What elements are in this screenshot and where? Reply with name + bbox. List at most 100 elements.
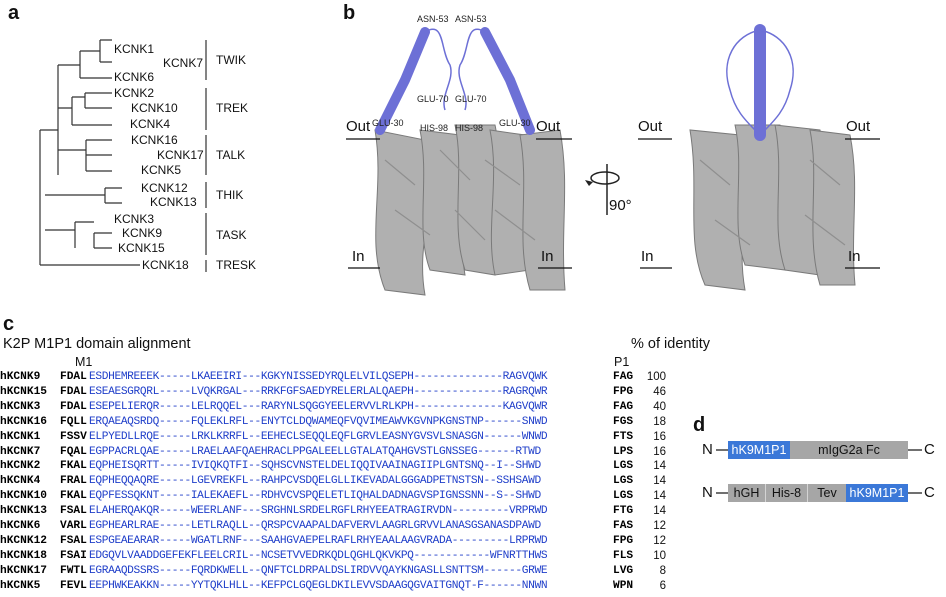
alignment-end: WPN: [613, 579, 634, 592]
alignment-ident: 14: [653, 505, 666, 518]
alignment-name: hKCNK6: [0, 520, 41, 532]
family-label-tresk: TRESK: [216, 258, 257, 272]
alignment-mid: EGRAAQDSSRS-----FQRDKWELL--QNFTCLDRPALDS…: [89, 564, 548, 577]
alignment-mid: EDGQVLVAADDGEFEKFLEELCRIL--NCSETVVEDRKQD…: [89, 549, 548, 562]
alignment-ident: 10: [653, 549, 666, 562]
construct2-hk9m1p1-box: hK9M1P1: [846, 484, 908, 502]
tree-leaf: KCNK2: [114, 86, 155, 100]
structure-side-view: [689, 24, 856, 291]
alignment-title: K2P M1P1 domain alignment: [3, 336, 191, 352]
alignment-start: FDAL: [60, 400, 87, 413]
alignment-start: FSSV: [60, 430, 87, 443]
alignment-start: FSAI: [60, 549, 87, 562]
alignment-ident: 100: [646, 371, 666, 383]
tree-leaf: KCNK3: [114, 212, 155, 226]
residue-label: GLU-70: [455, 94, 487, 104]
alignment-name: hKCNK18: [0, 549, 47, 562]
panel-label-a: a: [8, 2, 20, 24]
alignment-ident: 46: [653, 385, 666, 398]
panel-label-c: c: [3, 313, 15, 335]
c-terminus-label: C: [924, 441, 935, 458]
alignment-start: FQLL: [60, 415, 87, 428]
c-terminus-label: C: [924, 484, 935, 501]
alignment-name: hKCNK9: [0, 371, 41, 383]
alignment-name: hKCNK7: [0, 445, 41, 458]
alignment-end: FAG: [613, 371, 634, 383]
membrane-in-label: In: [641, 248, 654, 265]
alignment-name: hKCNK4: [0, 475, 41, 488]
membrane-in-label: In: [541, 248, 554, 265]
alignment-start: FDAL: [60, 371, 87, 383]
family-label-thik: THIK: [216, 188, 244, 202]
tree-leaf: KCNK7: [163, 56, 204, 70]
alignment-end: FLS: [613, 549, 634, 562]
tree-leaf: KCNK6: [114, 70, 155, 84]
alignment-ident: 40: [653, 400, 666, 413]
rotation-arrow-icon: [585, 164, 620, 215]
family-label-twik: TWIK: [216, 53, 246, 67]
construct1-hk9m1p1-box: hK9M1P1: [728, 441, 790, 459]
residue-label: GLU-30: [372, 118, 404, 128]
alignment-end: FGS: [613, 415, 634, 428]
construct-lines: [716, 449, 922, 494]
alignment-start: FWTL: [60, 564, 87, 577]
alignment-end: FTG: [613, 505, 634, 518]
alignment-end: FAG: [613, 400, 634, 413]
membrane-out-label: Out: [536, 118, 561, 135]
alignment-end: LGS: [613, 460, 634, 473]
alignment-end: LGS: [613, 475, 634, 488]
alignment-name: hKCNK13: [0, 505, 47, 518]
alignment-ident: 14: [653, 475, 666, 488]
alignment-mid: EQPFESSQKNT-----IALEKAEFL--RDHVCVSPQELET…: [89, 490, 541, 503]
m1-label: M1: [75, 355, 93, 369]
alignment-mid: EGPHEARLRAE-----LETLRAQLL--QRSPCVAAPALDA…: [89, 520, 541, 532]
tree-leaf: KCNK18: [142, 258, 189, 272]
alignment-name: hKCNK5: [0, 579, 41, 592]
p1-label: P1: [614, 355, 630, 369]
residue-label: HIS-98: [455, 123, 484, 133]
rotation-label: 90°: [609, 197, 632, 214]
membrane-out-label: Out: [846, 118, 871, 135]
alignment-start: FKAL: [60, 460, 87, 473]
construct1-fc-box: mIgG2a Fc: [790, 441, 908, 459]
membrane-in-label: In: [352, 248, 365, 265]
tree-leaf: KCNK4: [130, 117, 171, 131]
residue-label: GLU-70: [417, 94, 449, 104]
alignment-mid: ELAHERQAKQR-----WEERLANF---SRGHNLSRDELRG…: [89, 505, 548, 518]
structure-front-view: [374, 27, 566, 296]
alignment-name: hKCNK12: [0, 534, 47, 547]
panel-label-b: b: [343, 2, 356, 24]
alignment-ident: 14: [653, 460, 666, 473]
n-terminus-label: N: [702, 441, 713, 458]
construct2-tev-box: Tev: [808, 484, 846, 502]
alignment-ident: 12: [653, 534, 666, 547]
construct2-hgh-box: hGH: [728, 484, 766, 502]
alignment-mid: ERQAEAQSRDQ-----FQLEKLRFL--ENYTCLDQWAMEQ…: [89, 415, 548, 428]
alignment-name: hKCNK15: [0, 385, 47, 398]
tree-leaf: KCNK1: [114, 42, 155, 56]
alignment-mid: ESEPELIERQR-----LELRQQEL---RARYNLSQGGYEE…: [89, 400, 548, 413]
residue-label: ASN-53: [455, 14, 487, 24]
family-label-trek: TREK: [216, 101, 249, 115]
residue-label: ASN-53: [417, 14, 449, 24]
alignment-mid: EQPHEQQAQRE-----LGEVREKFL--RAHPCVSDQELGL…: [89, 475, 541, 488]
alignment-start: VARL: [60, 520, 87, 532]
tree-leaf: KCNK5: [141, 163, 182, 177]
tree-leaf: KCNK12: [141, 181, 188, 195]
tree-leaf: KCNK17: [157, 148, 204, 162]
alignment-ident: 14: [653, 490, 666, 503]
alignment-name: hKCNK1: [0, 430, 41, 443]
alignment-ident: 18: [653, 415, 666, 428]
alignment-ident: 6: [659, 579, 666, 592]
alignment-name: hKCNK16: [0, 415, 47, 428]
alignment-ident: 8: [659, 564, 666, 577]
